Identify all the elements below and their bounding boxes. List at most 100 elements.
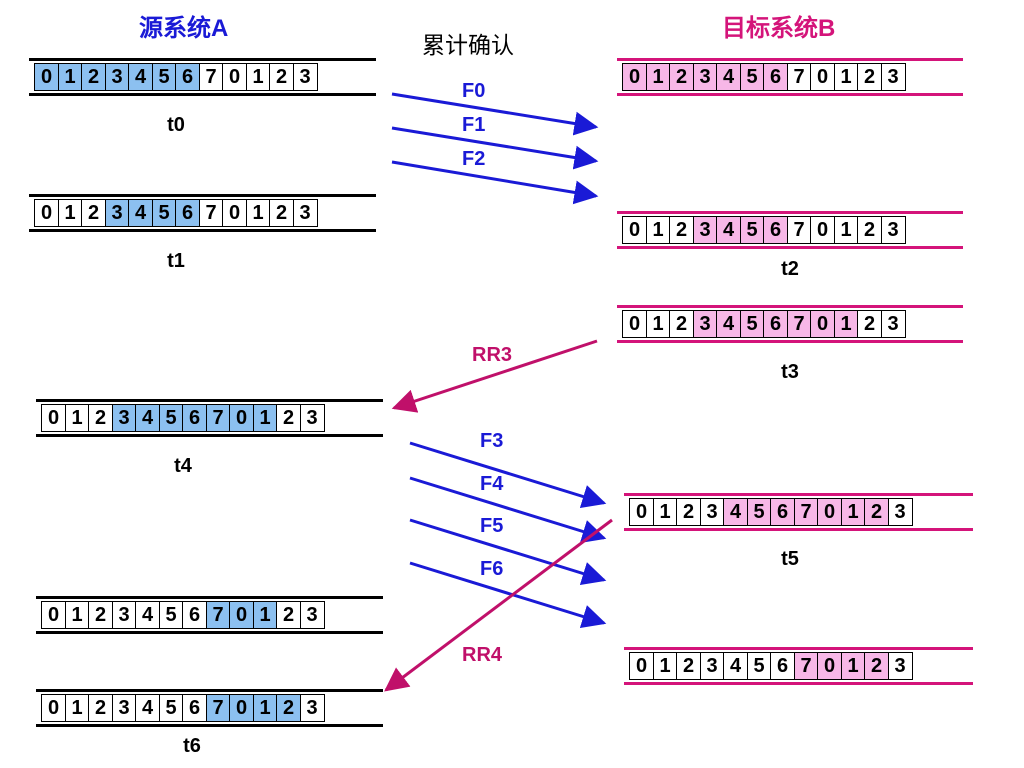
frame-f2-label: F2 [462, 148, 486, 170]
sequence-cell: 1 [245, 63, 271, 91]
frame-f5-arrow [409, 518, 607, 586]
sequence-cell: 0 [629, 498, 654, 526]
sequence-cell: 0 [222, 63, 247, 91]
sequence-cell: 1 [252, 601, 278, 629]
time-label-t2: t2 [781, 258, 799, 280]
sequence-cell: 0 [34, 63, 59, 91]
sequence-cell: 5 [158, 404, 184, 432]
sequence-cell: 6 [175, 199, 200, 227]
sequence-cell: 3 [692, 216, 718, 244]
sequence-cell: 7 [793, 498, 819, 526]
sequence-cell: 1 [645, 310, 671, 338]
sequence-cell: 1 [833, 310, 859, 338]
sequence-cell: 4 [716, 63, 741, 91]
sequence-cell: 4 [128, 63, 153, 91]
sequence-cell: 6 [770, 498, 795, 526]
frame-f6-label: F6 [480, 558, 504, 580]
sequence-cell: 5 [746, 498, 772, 526]
sequence-cell: 0 [222, 199, 247, 227]
sequence-cell: 4 [716, 216, 741, 244]
sequence-cell: 1 [833, 63, 859, 91]
sequence-cell: 5 [739, 310, 765, 338]
sequence-cell: 4 [723, 652, 748, 680]
sequence-cell: 7 [198, 63, 224, 91]
sequence-cell: 6 [182, 404, 207, 432]
sequence-cell: 7 [793, 652, 819, 680]
sequence-cell: 0 [810, 63, 835, 91]
sequence-cell: 0 [622, 63, 647, 91]
sequence-cell: 0 [229, 601, 254, 629]
sequence-cell: 0 [810, 216, 835, 244]
rr4-label: RR4 [462, 644, 503, 666]
sequence-cell: 4 [135, 601, 160, 629]
sequence-cell: 7 [205, 404, 231, 432]
sequence-cell: 2 [276, 601, 301, 629]
sequence-cell: 0 [810, 310, 835, 338]
sequence-cell: 4 [135, 404, 160, 432]
sequence-cell: 2 [857, 63, 882, 91]
sequence-cell: 2 [269, 199, 294, 227]
sequence-cell: 3 [104, 63, 130, 91]
sequence-cell: 2 [81, 199, 106, 227]
sequence-cell: 5 [739, 216, 765, 244]
rr3-label: RR3 [472, 344, 513, 366]
sequence-cell: 1 [57, 63, 83, 91]
sequence-cell: 6 [763, 310, 788, 338]
sequence-cell: 2 [857, 310, 882, 338]
sequence-cell: 1 [64, 694, 90, 722]
sequence-cell: 2 [269, 63, 294, 91]
sequence-cell: 6 [182, 694, 207, 722]
sequence-cell: 1 [652, 498, 678, 526]
frame-f3-arrow [409, 441, 607, 509]
sequence-cell: 6 [770, 652, 795, 680]
sequence-cell: 3 [887, 652, 913, 680]
sequence-cell: 3 [699, 498, 725, 526]
frame-f0-label: F0 [462, 80, 486, 102]
sequence-cell: 4 [128, 199, 153, 227]
time-label-t3: t3 [781, 361, 799, 383]
frame-f3-label: F3 [480, 430, 504, 452]
time-label-t5: t5 [781, 548, 799, 570]
sequence-cell: 1 [840, 498, 866, 526]
source-system-title: 源系统A [139, 15, 229, 42]
frame-f0-arrow [391, 92, 599, 136]
sequence-cell: 7 [198, 199, 224, 227]
sequence-cell: 2 [276, 694, 301, 722]
sequence-cell: 0 [229, 404, 254, 432]
sequence-cell: 7 [786, 63, 812, 91]
sequence-cell: 3 [292, 199, 318, 227]
sequence-cell: 1 [64, 404, 90, 432]
sequence-cell: 0 [622, 310, 647, 338]
sequence-cell: 0 [41, 694, 66, 722]
sequence-cell: 3 [692, 310, 718, 338]
rr4-arrow [384, 518, 613, 692]
sequence-cell: 1 [64, 601, 90, 629]
sequence-cell: 3 [299, 404, 325, 432]
sequence-cell: 2 [676, 498, 701, 526]
sequence-cell: 1 [252, 694, 278, 722]
sequence-cell: 2 [669, 310, 694, 338]
sequence-cell: 1 [833, 216, 859, 244]
sequence-cell: 6 [763, 216, 788, 244]
sequence-cell: 0 [817, 652, 842, 680]
sequence-cell: 0 [629, 652, 654, 680]
frame-f2-arrow [391, 160, 599, 205]
sequence-cell: 3 [111, 694, 137, 722]
sequence-cell: 5 [746, 652, 772, 680]
sequence-cell: 3 [880, 216, 906, 244]
sequence-cell: 2 [81, 63, 106, 91]
sequence-cell: 0 [41, 404, 66, 432]
cumulative-ack-title: 累计确认 [422, 33, 514, 59]
sequence-cell: 3 [111, 601, 137, 629]
sequence-cell: 7 [205, 694, 231, 722]
sequence-cell: 3 [880, 63, 906, 91]
sequence-cell: 2 [669, 63, 694, 91]
sequence-cell: 0 [622, 216, 647, 244]
sequence-cell: 1 [245, 199, 271, 227]
